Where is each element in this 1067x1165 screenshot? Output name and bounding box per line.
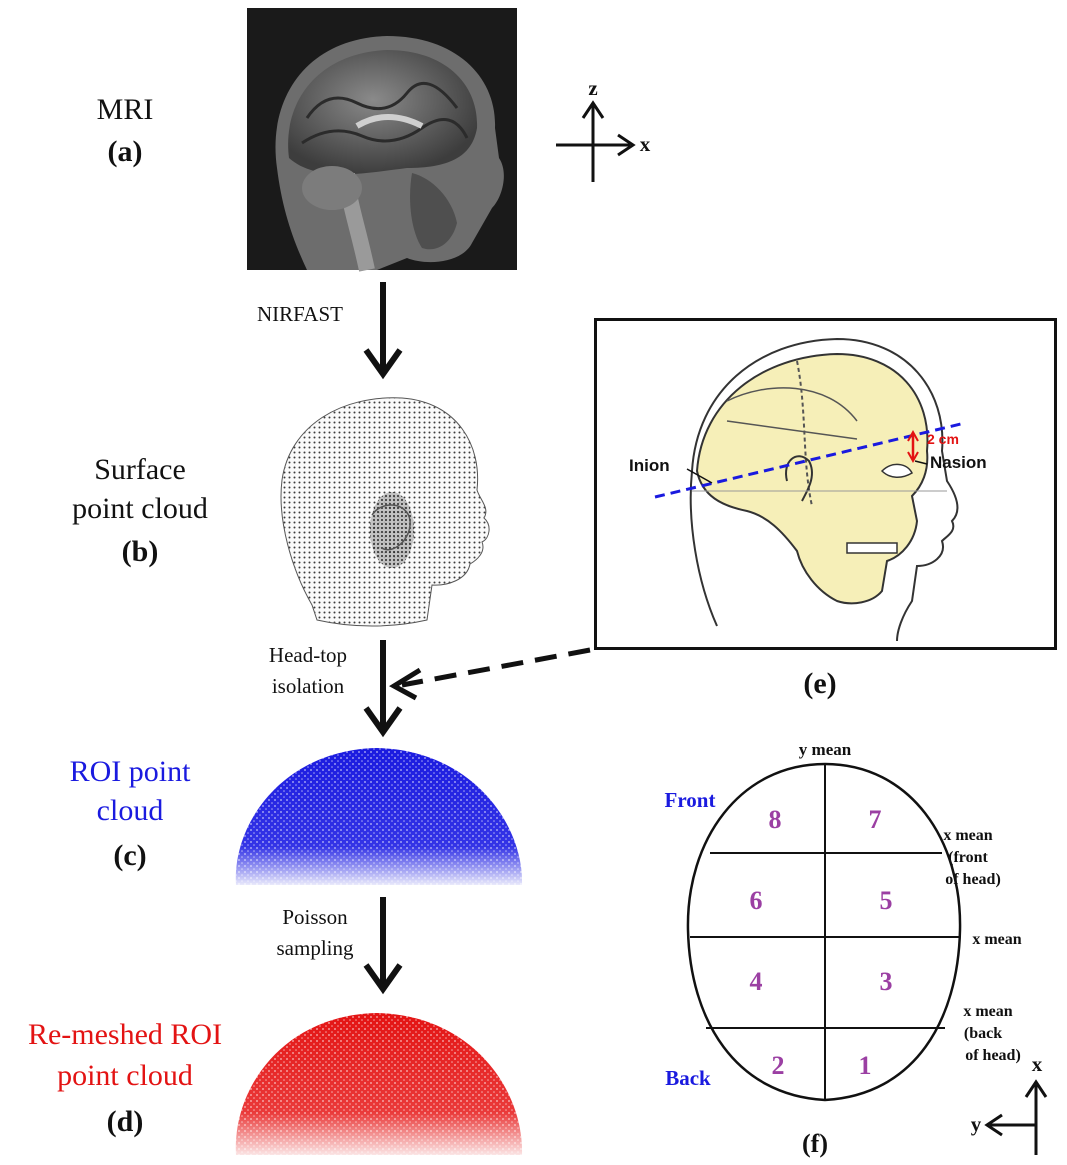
y-mean-label: y mean (790, 740, 860, 760)
remeshed-title-line2: point cloud (5, 1058, 245, 1094)
x-mean-back-line2: (back (953, 1024, 1013, 1043)
panel-b-tag: (b) (40, 534, 240, 570)
region-1: 1 (850, 1050, 880, 1081)
mri-image (247, 8, 517, 270)
x-mean-front-line2: (front (933, 848, 1003, 867)
region-5: 5 (871, 885, 901, 916)
panel-d-tag: (d) (5, 1104, 245, 1140)
mri-sagittal-illustration (247, 8, 517, 270)
nasion-label: Nasion (930, 453, 987, 473)
x-mean-label: x mean (962, 930, 1032, 949)
remeshed-title-line1: Re-meshed ROI (5, 1017, 245, 1053)
region-2: 2 (763, 1050, 793, 1081)
axes-xz-indicator (550, 70, 670, 190)
axis-x-label-bottom: x (1029, 1052, 1045, 1077)
dashed-arrow-e-to-isolation (380, 640, 600, 700)
axes-xy-indicator (980, 1065, 1060, 1160)
roi-blue-point-cloud (232, 745, 527, 890)
x-mean-front-line3: of head) (933, 870, 1013, 889)
x-mean-back-line1: x mean (953, 1002, 1023, 1021)
panel-a-tag: (a) (60, 134, 190, 170)
roi-title-line2: cloud (30, 793, 230, 829)
step-isolation-line2: isolation (248, 674, 368, 699)
axis-z-label: z (585, 76, 601, 101)
step-poisson-line1: Poisson (255, 905, 375, 930)
head-surface-mesh (272, 390, 502, 630)
region-8: 8 (760, 804, 790, 835)
inion-label: Inion (629, 456, 670, 476)
step-isolation-line1: Head-top (248, 643, 368, 668)
surface-title-line1: Surface (40, 452, 240, 488)
x-mean-front-line1: x mean (933, 826, 1003, 845)
region-3: 3 (871, 966, 901, 997)
region-7: 7 (860, 804, 890, 835)
arrow-down-3 (358, 897, 408, 997)
region-4: 4 (741, 966, 771, 997)
distance-2cm-label: 2 cm (927, 431, 959, 448)
panel-f-tag: (f) (790, 1128, 840, 1159)
step-nirfast-label: NIRFAST (240, 302, 360, 327)
skull-illustration (597, 321, 1054, 647)
back-label: Back (648, 1066, 728, 1091)
panel-e-tag: (e) (780, 666, 860, 702)
x-mean-back-line3: of head) (953, 1046, 1033, 1065)
surface-title-line2: point cloud (40, 491, 240, 527)
axis-x-label: x (637, 132, 653, 157)
axis-y-label-bottom: y (968, 1112, 984, 1137)
remeshed-red-point-cloud (232, 1010, 527, 1160)
front-label: Front (650, 788, 730, 813)
roi-title-line1: ROI point (30, 754, 230, 790)
region-6: 6 (741, 885, 771, 916)
mri-title: MRI (60, 92, 190, 128)
step-poisson-line2: sampling (255, 936, 375, 961)
arrow-down-1 (358, 282, 408, 382)
skull-landmark-panel: Inion Nasion 2 cm (594, 318, 1057, 650)
panel-c-tag: (c) (30, 838, 230, 874)
